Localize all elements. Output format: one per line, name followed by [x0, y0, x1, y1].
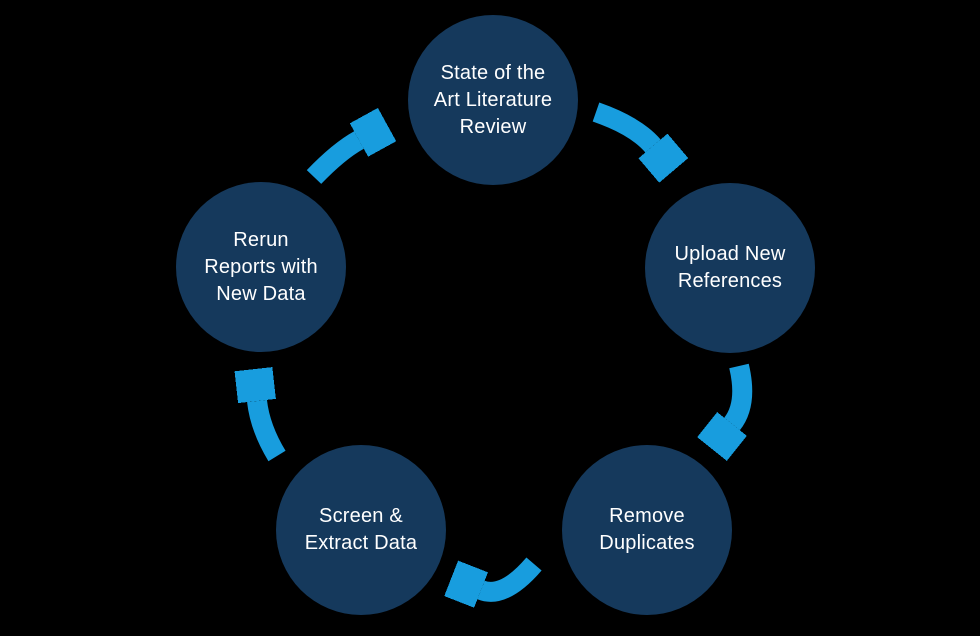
step-label: State of the Art Literature Review: [433, 61, 553, 138]
arrow-duplicates-to-screen-icon: [481, 557, 542, 592]
step-label: Screen & Extract Data: [304, 505, 418, 554]
arrow-rerun-to-review-icon: [306, 140, 359, 184]
step-label: Rerun Reports with New Data: [204, 228, 318, 305]
step-label: Remove Duplicates: [599, 505, 695, 554]
arrow-review-to-upload-icon: [592, 102, 653, 146]
step-circle-state-of-the-art-literature-review: State of the Art Literature Review: [408, 15, 578, 185]
arrow-screen-to-rerun-icon: [257, 401, 286, 462]
step-circle-remove-duplicates: Remove Duplicates: [562, 445, 732, 615]
arrow-upload-to-duplicates-icon: [732, 363, 753, 424]
step-circle-upload-new-references: Upload New References: [645, 183, 815, 353]
step-circle-rerun-reports-with-new-data: Rerun Reports with New Data: [176, 182, 346, 352]
step-circle-screen-extract-data: Screen & Extract Data: [276, 445, 446, 615]
step-label: Upload New References: [674, 243, 786, 292]
